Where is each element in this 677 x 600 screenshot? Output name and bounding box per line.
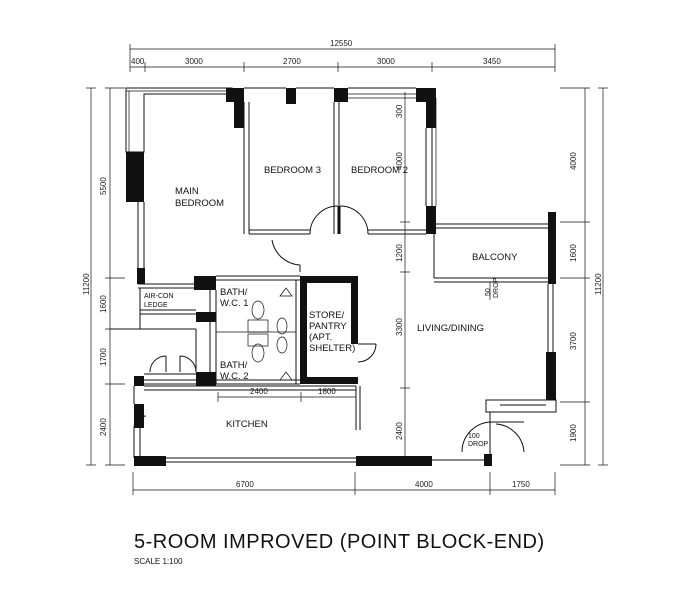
label-store-1: STORE/: [309, 310, 345, 321]
label-bath1-2: W.C. 1: [220, 298, 249, 309]
dim-right-seg-4: 1900: [569, 424, 578, 442]
dim-right-seg-1: 4000: [569, 152, 578, 170]
label-drop50-word: DROP: [493, 277, 500, 298]
dim-top-total: 12550: [330, 39, 353, 48]
label-drop100-num: 100: [468, 433, 480, 440]
label-bath2-1: BATH/: [220, 360, 248, 371]
dim-top-seg-3: 2700: [283, 57, 301, 66]
dim-int-3: 1200: [395, 244, 404, 262]
label-main-bedroom-1: MAIN: [175, 186, 199, 197]
label-store-2: PANTRY: [309, 321, 347, 332]
dim-left-seg-2: 1600: [99, 295, 108, 313]
dim-int-4: 3300: [395, 318, 404, 336]
interior-dimensions: 300 4000 1200 3300 2400: [395, 92, 410, 460]
walls: [110, 87, 557, 466]
label-store-4: SHELTER): [309, 343, 355, 354]
label-kitchen: KITCHEN: [226, 419, 268, 430]
label-aircon-2: LEDGE: [144, 302, 168, 309]
label-bath2-2: W.C. 2: [220, 371, 249, 382]
label-drop100-word: DROP: [468, 441, 489, 448]
dim-top-seg-2: 3000: [185, 57, 203, 66]
dim-left-seg-3: 1700: [99, 348, 108, 366]
room-labels: MAIN BEDROOM BEDROOM 3 BEDROOM 2 BALCONY…: [144, 165, 518, 448]
left-dimensions: 11200 5500 1600 1700 2400: [82, 87, 125, 466]
dim-int-2: 4000: [395, 152, 404, 170]
label-bath1-1: BATH/: [220, 287, 248, 298]
dim-bottom-seg-2: 4000: [415, 480, 433, 489]
dim-left-total: 11200: [82, 273, 91, 295]
dim-bottom-seg-3: 1750: [512, 480, 530, 489]
dim-left-seg-1: 5500: [99, 177, 108, 195]
dim-bottom-seg-1: 6700: [236, 480, 254, 489]
bottom-dimensions: 6700 4000 1750: [132, 472, 556, 495]
plan-scale: SCALE 1:100: [134, 557, 183, 566]
label-bedroom-3: BEDROOM 3: [264, 165, 321, 176]
dim-inner-seg-2: 1800: [318, 387, 336, 396]
dim-int-5: 2400: [395, 422, 404, 440]
dim-int-1: 300: [395, 104, 404, 118]
label-drop50-num: 50: [485, 288, 492, 296]
label-living-dining: LIVING/DINING: [417, 323, 484, 334]
dim-right-seg-2: 1600: [569, 244, 578, 262]
dim-inner-seg-1: 2400: [250, 387, 268, 396]
dim-top-seg-1: 400: [131, 57, 145, 66]
dim-right-total: 11200: [594, 273, 603, 295]
dim-top-seg-5: 3450: [483, 57, 501, 66]
right-dimensions: 4000 1600 3700 1900 11200: [560, 87, 608, 466]
plan-title: 5-ROOM IMPROVED (POINT BLOCK-END): [134, 531, 545, 553]
label-aircon-1: AIR-CON: [144, 293, 174, 300]
dim-left-seg-4: 2400: [99, 418, 108, 436]
inner-dimensions: 2400 1800: [217, 387, 357, 402]
label-store-3: (APT.: [309, 332, 332, 343]
dim-top-seg-4: 3000: [377, 57, 395, 66]
top-dimensions: 12550 400 3000 2700 3000 3450: [129, 39, 556, 72]
label-main-bedroom-2: BEDROOM: [175, 198, 224, 209]
dim-right-seg-3: 3700: [569, 332, 578, 350]
label-bedroom-2: BEDROOM 2: [351, 165, 408, 176]
label-balcony: BALCONY: [472, 252, 518, 263]
